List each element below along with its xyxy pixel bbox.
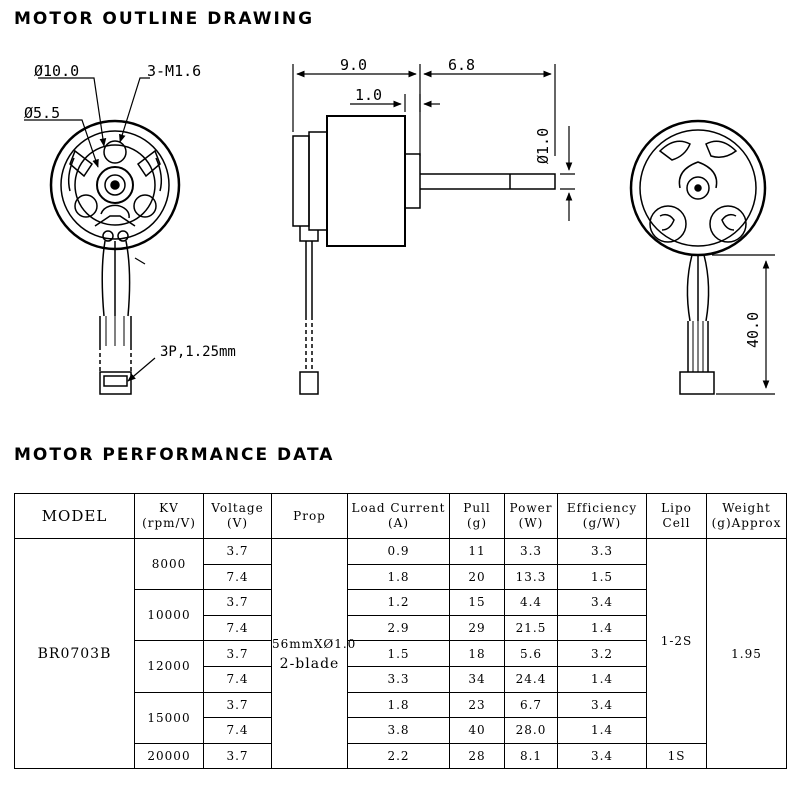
power-cell: 24.4 <box>504 665 558 693</box>
kv-cell: 20000 <box>134 742 204 770</box>
current-cell: 2.2 <box>347 742 450 770</box>
current-cell: 0.9 <box>347 538 450 565</box>
table-row: 10000 3.7 1.2 15 4.4 3.4 <box>15 589 787 642</box>
kv-cell: 12000 <box>134 640 204 693</box>
power-cell: 6.7 <box>504 691 558 719</box>
voltage-cell: 3.7 <box>203 640 272 667</box>
current-cell: 2.9 <box>347 614 450 642</box>
power-cell: 28.0 <box>504 717 558 744</box>
col-header-voltage: Voltage(V) <box>203 493 272 539</box>
current-cell: 3.3 <box>347 665 450 693</box>
efficiency-cell: 1.5 <box>557 563 647 591</box>
connector-label: 3P,1.25mm <box>160 344 236 360</box>
current-cell: 1.8 <box>347 563 450 591</box>
table-row: 7.4 3.3 34 24.4 1.4 <box>15 665 787 693</box>
body-length-label: 9.0 <box>340 56 367 74</box>
outline-heading: MOTOR OUTLINE DRAWING <box>14 9 315 29</box>
current-cell: 1.8 <box>347 691 450 719</box>
power-cell: 8.1 <box>504 742 558 770</box>
voltage-cell: 3.7 <box>203 742 272 770</box>
efficiency-cell: 3.4 <box>557 742 647 770</box>
table-row: 7.4 3.8 40 28.0 1.4 <box>15 717 787 744</box>
kv-cell: 8000 <box>134 537 204 591</box>
col-header-weight: Weight(g)Approx <box>706 493 787 539</box>
model-cell: BR0703B <box>14 537 135 770</box>
kv-cell: 15000 <box>134 691 204 744</box>
pull-cell: 29 <box>449 614 505 642</box>
col-header-efficiency: Efficiency(g/W) <box>557 493 647 539</box>
power-cell: 4.4 <box>504 589 558 616</box>
mount-holes-label: 3-M1.6 <box>147 62 201 80</box>
back-view-dimensions <box>712 254 775 395</box>
voltage-cell: 7.4 <box>203 563 272 591</box>
col-header-power: Power(W) <box>504 493 558 539</box>
efficiency-cell: 3.2 <box>557 640 647 667</box>
dia-hub-label: Ø5.5 <box>24 104 60 122</box>
pull-cell: 20 <box>449 563 505 591</box>
current-cell: 1.2 <box>347 589 450 616</box>
table-row: 7.4 2.9 29 21.5 1.4 <box>15 614 787 642</box>
efficiency-cell: 3.4 <box>557 691 647 719</box>
power-cell: 5.6 <box>504 640 558 667</box>
current-cell: 1.5 <box>347 640 450 667</box>
power-cell: 3.3 <box>504 538 558 565</box>
kv-cell: 10000 <box>134 589 204 642</box>
performance-table: MODEL KV(rpm/V) Voltage(V) Prop Load Cur… <box>14 493 787 770</box>
dia-outer-label: Ø10.0 <box>34 62 79 80</box>
table-row: 7.4 1.8 20 13.3 1.5 <box>15 563 787 591</box>
lead-length-label: 40.0 <box>744 312 762 348</box>
side-view-dimensions <box>292 64 575 221</box>
power-cell: 13.3 <box>504 563 558 591</box>
voltage-cell: 3.7 <box>203 538 272 565</box>
weight-cell: 1.95 <box>706 537 787 770</box>
col-header-prop: Prop <box>271 493 348 539</box>
voltage-cell: 3.7 <box>203 589 272 616</box>
voltage-cell: 3.7 <box>203 691 272 719</box>
front-view <box>49 119 181 395</box>
pull-cell: 11 <box>449 538 505 565</box>
current-cell: 3.8 <box>347 717 450 744</box>
table-row: 20000 3.7 2.2 28 8.1 3.4 1S <box>15 742 787 770</box>
voltage-cell: 7.4 <box>203 665 272 693</box>
pull-cell: 23 <box>449 691 505 719</box>
col-header-current: Load Current(A) <box>347 493 450 539</box>
shaft-length-label: 6.8 <box>448 56 475 74</box>
pull-cell: 15 <box>449 589 505 616</box>
efficiency-cell: 3.4 <box>557 589 647 616</box>
flange-label: 1.0 <box>355 86 382 104</box>
efficiency-cell: 1.4 <box>557 665 647 693</box>
col-header-pull: Pull(g) <box>449 493 505 539</box>
lipo-cell: 1-2S <box>646 538 707 744</box>
table-header-row: MODEL KV(rpm/V) Voltage(V) Prop Load Cur… <box>14 493 787 539</box>
col-header-model: MODEL <box>14 493 135 539</box>
pull-cell: 34 <box>449 665 505 693</box>
col-header-kv: KV(rpm/V) <box>134 493 204 539</box>
lipo-cell-last: 1S <box>646 742 707 770</box>
efficiency-cell: 3.3 <box>557 538 647 565</box>
front-view-leaders <box>24 77 156 382</box>
power-cell: 21.5 <box>504 614 558 642</box>
shaft-dia-label: Ø1.0 <box>534 128 552 164</box>
pull-cell: 18 <box>449 640 505 667</box>
pull-cell: 28 <box>449 742 505 770</box>
efficiency-cell: 1.4 <box>557 717 647 744</box>
efficiency-cell: 1.4 <box>557 614 647 642</box>
pull-cell: 40 <box>449 717 505 744</box>
voltage-cell: 7.4 <box>203 717 272 744</box>
voltage-cell: 7.4 <box>203 614 272 642</box>
side-view <box>292 115 556 395</box>
performance-heading: MOTOR PERFORMANCE DATA <box>14 445 335 465</box>
back-view <box>629 119 767 395</box>
motor-outline-drawing: Ø10.0 3-M1.6 Ø5.5 3P,1.25mm 9.0 6.8 1.0 … <box>24 56 775 395</box>
